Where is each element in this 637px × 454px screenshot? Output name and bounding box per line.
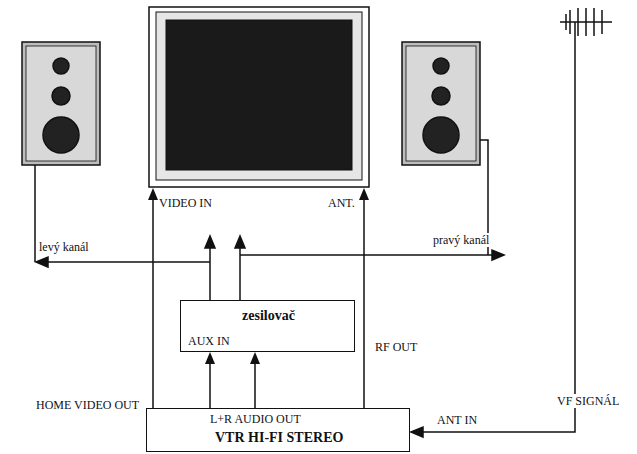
channel-label: pravý kanál — [432, 233, 490, 247]
right-speaker — [402, 42, 480, 165]
signal-connector — [148, 188, 158, 408]
signal-label: VF SIGNÁL — [556, 394, 620, 408]
port-label: ANT. — [327, 196, 356, 210]
signal-connector — [205, 352, 215, 408]
terminal-label: ANT IN — [436, 413, 478, 427]
antenna — [411, 8, 612, 437]
signal-connector — [359, 188, 369, 408]
device-box: zesilovačAUX IN — [180, 300, 355, 352]
device-title: zesilovač — [241, 309, 296, 323]
channel-label: levý kanál — [38, 240, 90, 254]
television: VIDEO INANT. — [148, 6, 370, 188]
port-label: L+R AUDIO OUT — [209, 412, 302, 426]
edge-label: HOME VIDEO OUT — [35, 398, 140, 412]
device-title: VTR HI-FI STEREO — [214, 431, 344, 445]
left-speaker — [22, 42, 100, 180]
device-box: L+R AUDIO OUT VTR HI-FI STEREO — [146, 408, 410, 452]
port-label: AUX IN — [187, 334, 231, 348]
tv-outline — [148, 6, 370, 188]
signal-connector — [250, 352, 260, 408]
edge-label: RF OUT — [374, 340, 418, 354]
port-label: VIDEO IN — [158, 196, 213, 210]
